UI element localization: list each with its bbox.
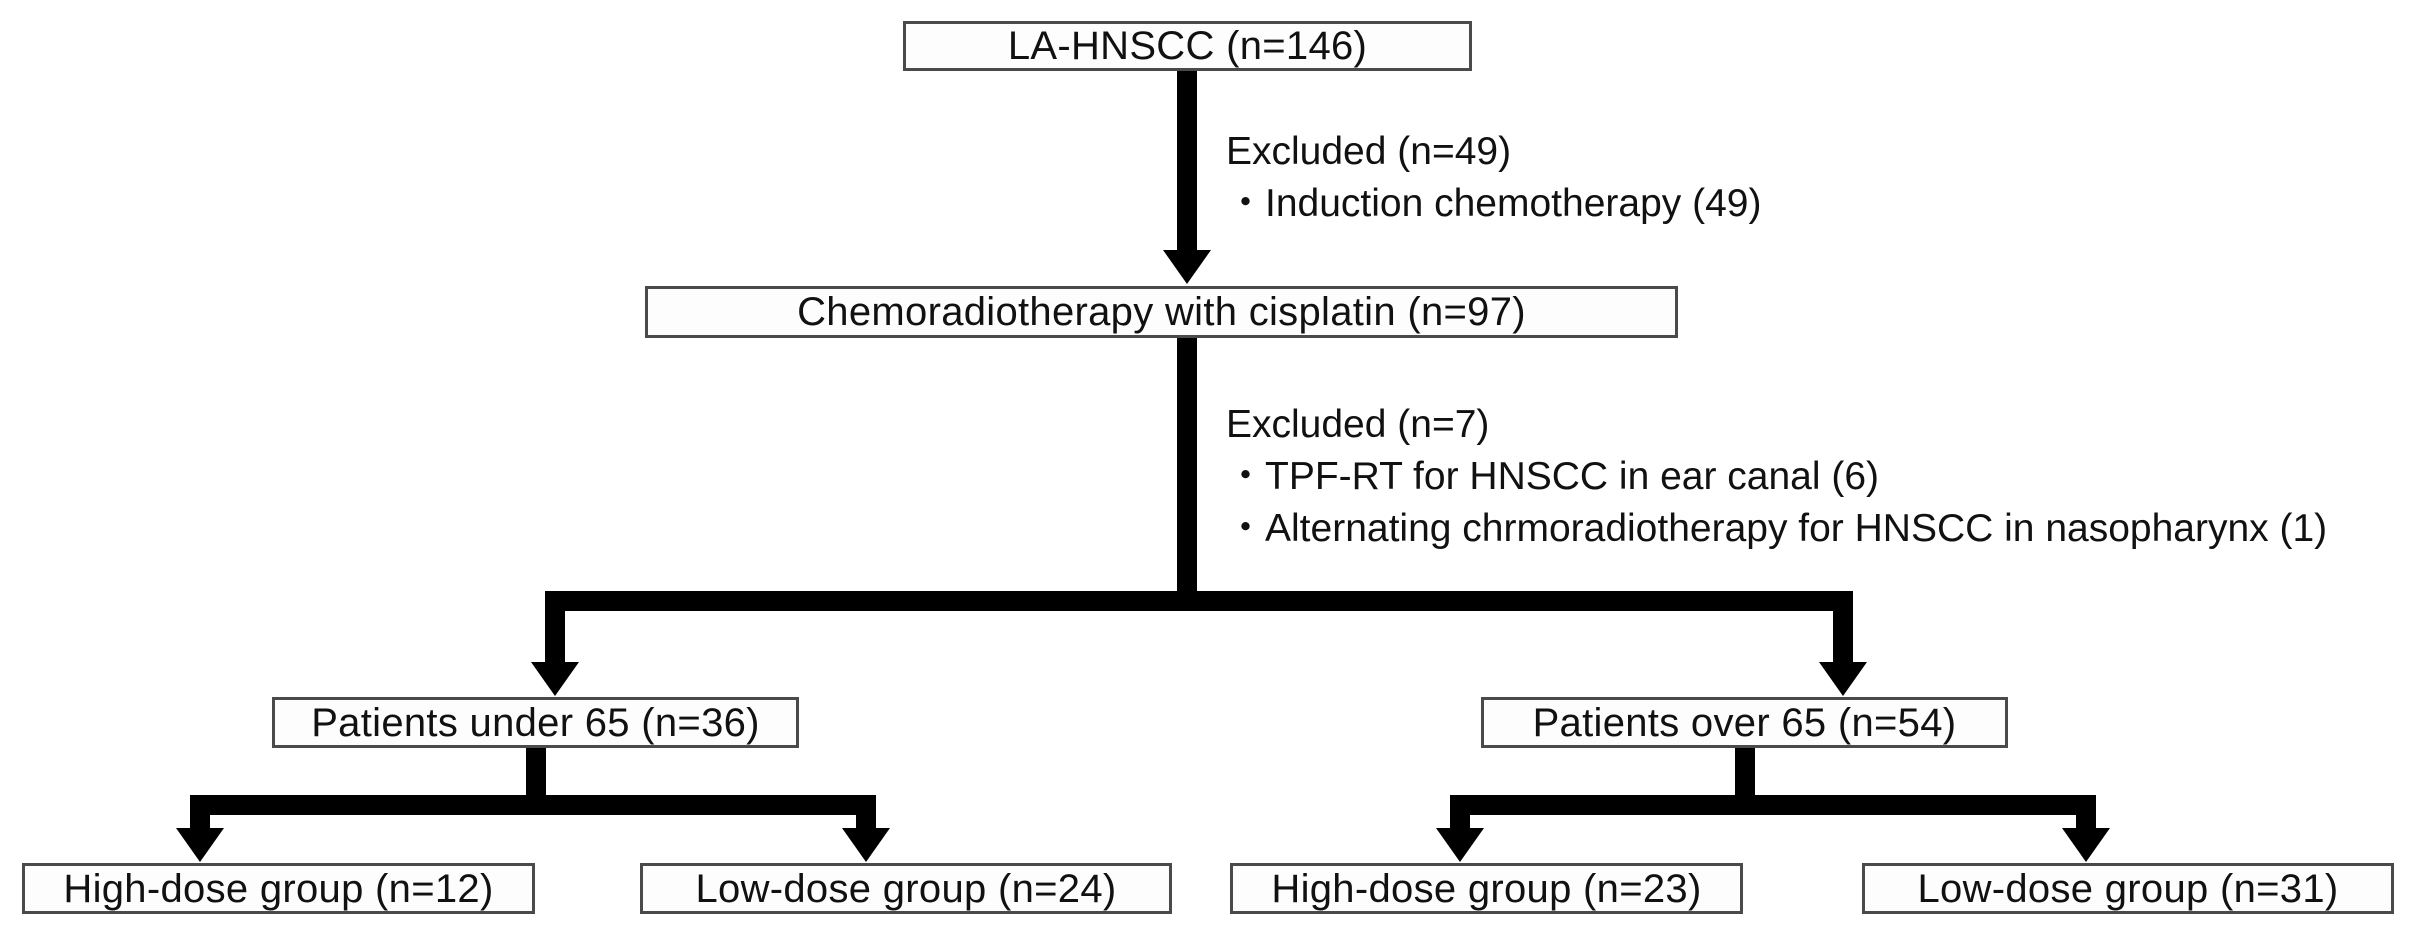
exclusion-note-second: Excluded (n=7) ・TPF-RT for HNSCC in ear … [1226,405,2327,561]
node-under-65: Patients under 65 (n=36) [272,697,799,748]
arrowhead-root-to-crt [1163,250,1211,284]
exclusion-note-first: Excluded (n=49) ・Induction chemotherapy … [1226,132,1761,236]
connector-age-split-left-drop [545,591,565,666]
connector-over65-stem [1735,748,1755,803]
connector-under65-stem [526,748,546,803]
connector-under65-low-drop [856,795,876,831]
arrowhead-to-over65-low [2062,828,2110,862]
node-root-label: LA-HNSCC (n=146) [1007,24,1368,68]
connector-age-split-bar [545,591,1853,611]
connector-under65-high-drop [190,795,210,831]
connector-age-split-right-drop [1833,591,1853,666]
connector-over65-low-drop [2076,795,2096,831]
exclusion-first-item-0: ・Induction chemotherapy (49) [1226,182,1762,225]
exclusion-second-item-1: ・Alternating chrmoradiotherapy for HNSCC… [1226,507,2328,550]
node-over65-high-dose: High-dose group (n=23) [1230,863,1743,914]
connector-under65-dose-bar [190,795,876,815]
node-crt-label: Chemoradiotherapy with cisplatin (n=97) [797,290,1526,334]
exclusion-second-item-0: ・TPF-RT for HNSCC in ear canal (6) [1226,455,1880,498]
connector-crt-stem [1177,338,1197,600]
exclusion-first-heading: Excluded (n=49) [1226,130,1512,173]
node-under65-low-dose: Low-dose group (n=24) [640,863,1172,914]
node-over-65-label: Patients over 65 (n=54) [1532,700,1957,745]
arrowhead-to-under65 [531,662,579,696]
exclusion-second-heading: Excluded (n=7) [1226,403,1490,446]
node-over65-high-dose-label: High-dose group (n=23) [1271,866,1702,911]
connector-root-to-crt [1177,71,1197,252]
node-over-65: Patients over 65 (n=54) [1481,697,2008,748]
node-under65-high-dose: High-dose group (n=12) [22,863,535,914]
connector-over65-dose-bar [1450,795,2096,815]
node-under65-high-dose-label: High-dose group (n=12) [63,866,494,911]
node-over65-low-dose: Low-dose group (n=31) [1862,863,2394,914]
node-crt: Chemoradiotherapy with cisplatin (n=97) [645,286,1678,338]
arrowhead-to-over65 [1819,662,1867,696]
node-over65-low-dose-label: Low-dose group (n=31) [1917,866,2339,911]
arrowhead-to-under65-low [842,828,890,862]
arrowhead-to-over65-high [1436,828,1484,862]
node-under65-low-dose-label: Low-dose group (n=24) [695,866,1117,911]
connector-over65-high-drop [1450,795,1470,831]
arrowhead-to-under65-high [176,828,224,862]
node-root: LA-HNSCC (n=146) [903,21,1472,71]
node-under-65-label: Patients under 65 (n=36) [311,700,760,745]
